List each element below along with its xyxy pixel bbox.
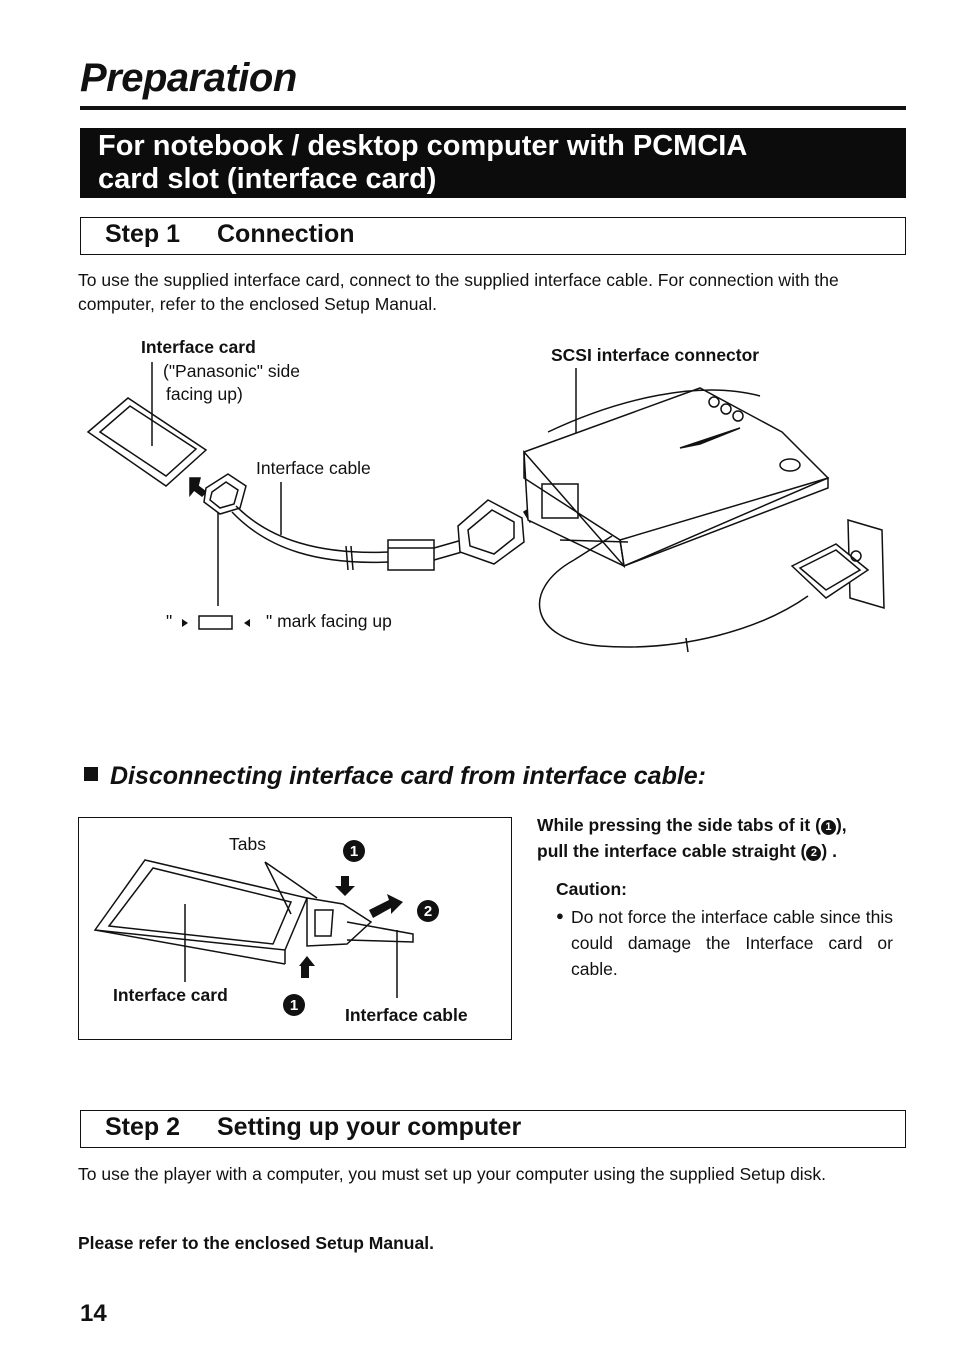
step-2-inline-badge: 2: [806, 845, 822, 861]
step2-header: Step 2 Setting up your computer: [80, 1110, 906, 1148]
interface-card-label-2: Interface card: [113, 985, 228, 1005]
step-1-inline-badge: 1: [820, 819, 836, 835]
page-title: Preparation: [80, 56, 297, 100]
section-banner: For notebook / desktop computer with PCM…: [80, 128, 906, 198]
step2-number: Step 2: [105, 1113, 181, 1141]
mark-quote-open: ": [166, 611, 173, 631]
square-bullet-icon: [84, 767, 98, 781]
step1-number: Step 1: [105, 220, 181, 248]
panasonic-note-2: facing up): [166, 384, 243, 404]
caution-label: Caution:: [556, 879, 627, 899]
interface-card-label: Interface card: [141, 337, 256, 357]
instruction-1-text: While pressing the side tabs of it (: [537, 815, 821, 835]
instruction-1-end: ),: [835, 815, 847, 835]
page-number: 14: [80, 1300, 107, 1327]
step2-title: Setting up your computer: [217, 1113, 522, 1141]
banner-line-2: card slot (interface card): [98, 163, 437, 195]
disconnect-heading: Disconnecting interface card from interf…: [84, 762, 706, 791]
interface-cable-label-2: Interface cable: [345, 1005, 468, 1025]
step2-text: To use the player with a computer, you m…: [78, 1164, 827, 1184]
scsi-connector-label: SCSI interface connector: [551, 345, 760, 365]
panasonic-note-1: ("Panasonic" side: [163, 361, 300, 381]
step2-note: Please refer to the enclosed Setup Manua…: [78, 1233, 434, 1253]
disconnect-figure: Tabs 1 2 Interface card 1 Interface cabl…: [78, 817, 512, 1040]
instruction-2-end: ) .: [821, 841, 837, 861]
interface-cable-label: Interface cable: [256, 458, 371, 478]
banner-line-1: For notebook / desktop computer with PCM…: [98, 130, 748, 162]
step-1-badge: 1: [343, 840, 365, 862]
step1-text: To use the supplied interface card, conn…: [78, 270, 839, 314]
step1-title: Connection: [217, 220, 355, 248]
caution-text: Do not force the interface cable since t…: [571, 907, 893, 979]
step-1-badge-lower: 1: [283, 994, 305, 1016]
connection-diagram: [86, 362, 885, 653]
instruction-line-2: pull the interface cable straight (2) .: [537, 840, 837, 862]
disconnect-heading-text: Disconnecting interface card from interf…: [110, 762, 707, 790]
title-rule: [80, 106, 906, 110]
caution-bullet: ●: [556, 908, 564, 923]
disconnect-diagram: [93, 859, 414, 998]
tabs-label: Tabs: [229, 834, 266, 854]
mark-facing-up-label: " mark facing up: [266, 611, 392, 631]
instruction-line-1: While pressing the side tabs of it (1),: [537, 814, 847, 836]
mark-symbol-icon: [182, 615, 250, 630]
step-2-badge: 2: [417, 900, 439, 922]
step1-header: Step 1 Connection: [80, 217, 906, 255]
instruction-2-text: pull the interface cable straight (: [537, 841, 807, 861]
